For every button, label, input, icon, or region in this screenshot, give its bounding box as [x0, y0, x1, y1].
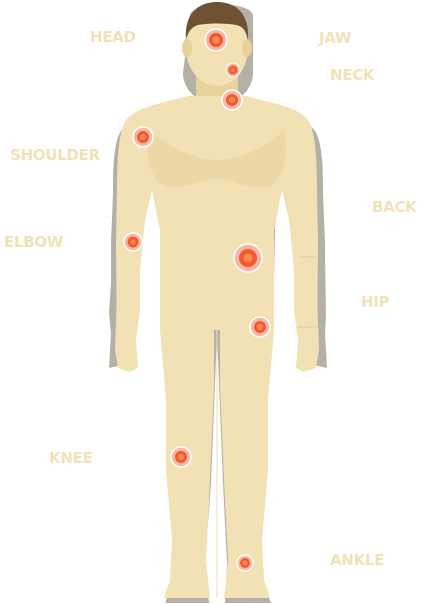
pain-marker-neck[interactable]	[221, 89, 243, 111]
label-knee[interactable]: KNEE	[49, 449, 93, 467]
label-neck[interactable]: NECK	[330, 66, 375, 84]
pain-marker-head[interactable]	[204, 28, 228, 52]
figure-body	[115, 2, 319, 598]
label-jaw[interactable]: JAW	[319, 29, 352, 47]
pain-marker-shoulder[interactable]	[132, 126, 154, 148]
pain-marker-knee[interactable]	[170, 446, 192, 468]
pain-marker-jaw[interactable]	[225, 62, 241, 78]
label-back[interactable]: BACK	[372, 198, 417, 216]
pain-marker-ankle[interactable]	[236, 554, 254, 572]
pain-marker-elbow[interactable]	[123, 232, 143, 252]
label-elbow[interactable]: ELBOW	[4, 233, 64, 251]
pain-marker-back[interactable]	[233, 243, 263, 273]
pain-marker-hip[interactable]	[249, 316, 271, 338]
label-shoulder[interactable]: SHOULDER	[10, 146, 100, 164]
label-hip[interactable]: HIP	[361, 293, 390, 311]
label-head[interactable]: HEAD	[90, 28, 136, 46]
label-ankle[interactable]: ANKLE	[330, 551, 385, 569]
